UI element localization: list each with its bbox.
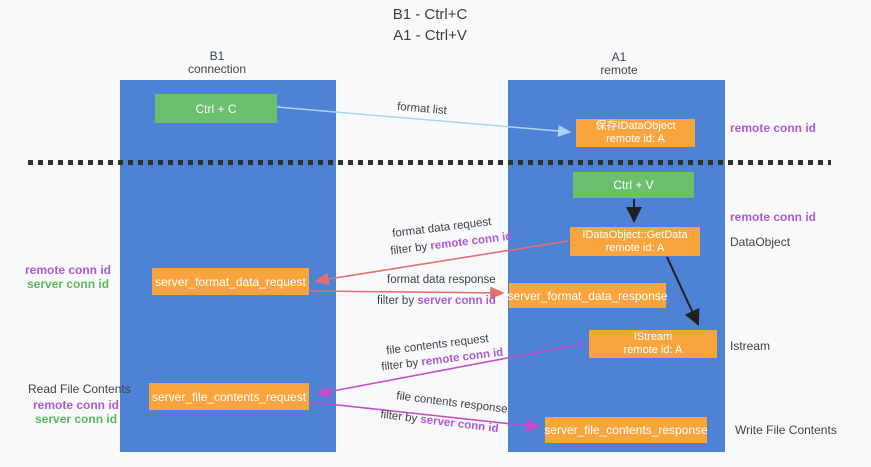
node-server-file-contents-response: server_file_contents_response: [544, 417, 708, 443]
annotation-remote-conn-id-left-2: remote conn id: [33, 398, 120, 412]
annotation-server-conn-id-left-1: server conn id: [27, 277, 110, 291]
format-data-response-arrow: [310, 286, 505, 300]
file-contents-request-arrow: [315, 342, 588, 398]
node-format-response-label: server_format_data_response: [507, 288, 668, 303]
node-server-file-contents-request: server_file_contents_request: [149, 383, 309, 410]
format-list-arrow: [276, 106, 572, 137]
format-data-request-arrow: [314, 240, 569, 286]
node-getdata-line2: remote id: A: [605, 241, 665, 254]
lifeline-a1-name: A1: [611, 50, 627, 64]
node-server-format-data-request: server_format_data_request: [152, 268, 309, 295]
annotation-remote-conn-id-mid: remote conn id: [730, 210, 817, 224]
node-file-response-label: server_file_contents_response: [544, 423, 708, 437]
annotation-read-file-contents: Read File Contents: [28, 382, 131, 396]
lifeline-a1-role: remote: [600, 63, 638, 77]
server-conn-id-text: server conn id: [417, 295, 496, 307]
node-ctrl-v: Ctrl + V: [573, 172, 694, 198]
annotation-server-conn-id-left-2: server conn id: [35, 412, 118, 426]
lifeline-b1-role: connection: [187, 62, 247, 76]
title-line-b1: B1 - Ctrl+C: [392, 6, 468, 23]
node-format-request-label: server_format_data_request: [155, 274, 306, 289]
annotation-remote-conn-id-left-1: remote conn id: [25, 263, 112, 277]
node-idataobject-getdata: IDataObject::GetData remote id: A: [570, 227, 700, 256]
node-istream-line2: remote id: A: [623, 344, 683, 356]
lifeline-header-a1: A1 remote: [559, 51, 679, 77]
node-server-format-data-response: server_format_data_response: [507, 283, 668, 308]
annotation-write-file-contents: Write File Contents: [735, 423, 837, 437]
node-istream: IStream remote id: A: [589, 330, 717, 358]
edge-label-format-data-response: format data response: [387, 274, 496, 286]
session-separator-line: [28, 160, 831, 165]
annotation-dataobject: DataObject: [730, 235, 791, 249]
node-getdata-line1: IDataObject::GetData: [582, 228, 688, 241]
filter-by-text: filter by: [377, 295, 415, 307]
edge-label-filter-server-1: filter by server conn id: [377, 295, 496, 307]
node-ctrl-c: Ctrl + C: [155, 94, 277, 123]
node-ctrl-v-label: Ctrl + V: [613, 178, 654, 192]
node-file-request-label: server_file_contents_request: [151, 389, 307, 404]
annotation-istream: Istream: [730, 339, 771, 353]
node-ctrl-c-label: Ctrl + C: [195, 101, 237, 116]
node-save-dataobject: 保存IDataObject remote id: A: [576, 119, 695, 147]
lifeline-b1-name: B1: [209, 49, 225, 63]
lifeline-header-b1: B1 connection: [157, 50, 277, 76]
node-istream-line1: IStream: [633, 331, 673, 343]
title-line-a1: A1 - Ctrl+V: [393, 27, 467, 44]
node-save-dataobject-line1: 保存IDataObject: [595, 120, 676, 132]
diagram-title: B1 - Ctrl+C A1 - Ctrl+V: [340, 4, 520, 46]
node-save-dataobject-line2: remote id: A: [606, 133, 665, 145]
annotation-remote-conn-id-top: remote conn id: [730, 121, 817, 135]
file-contents-response-arrow: [309, 401, 541, 432]
getdata-to-istream-arrow: [666, 256, 700, 326]
